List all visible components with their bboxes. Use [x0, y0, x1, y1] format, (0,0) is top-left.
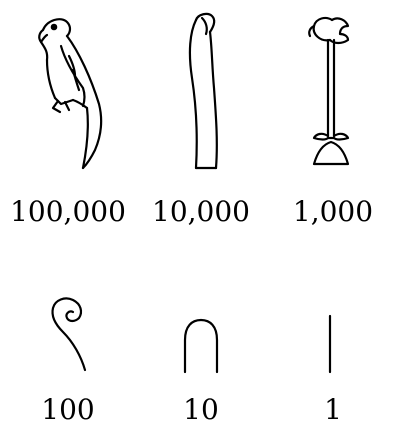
- bird-chick-icon: [3, 8, 133, 173]
- numeral-value: 100: [3, 394, 133, 426]
- numeral-10000: 10,000: [136, 0, 266, 240]
- numeral-10: 10: [136, 270, 266, 427]
- numeral-100: 100: [3, 270, 133, 427]
- numeral-value: 10,000: [136, 196, 266, 228]
- numeral-value: 1,000: [268, 196, 398, 228]
- coil-of-rope-icon: [3, 294, 133, 378]
- numeral-100000: 100,000: [3, 0, 133, 240]
- numeral-value: 1: [268, 394, 398, 426]
- stroke-icon: [268, 294, 398, 378]
- numeral-value: 100,000: [3, 196, 133, 228]
- finger-icon: [136, 8, 266, 173]
- numeral-value: 10: [136, 394, 266, 426]
- lotus-flower-icon: [268, 8, 398, 173]
- heel-bone-icon: [136, 294, 266, 378]
- numeral-1000: 1,000: [268, 0, 398, 240]
- numeral-1: 1: [268, 270, 398, 427]
